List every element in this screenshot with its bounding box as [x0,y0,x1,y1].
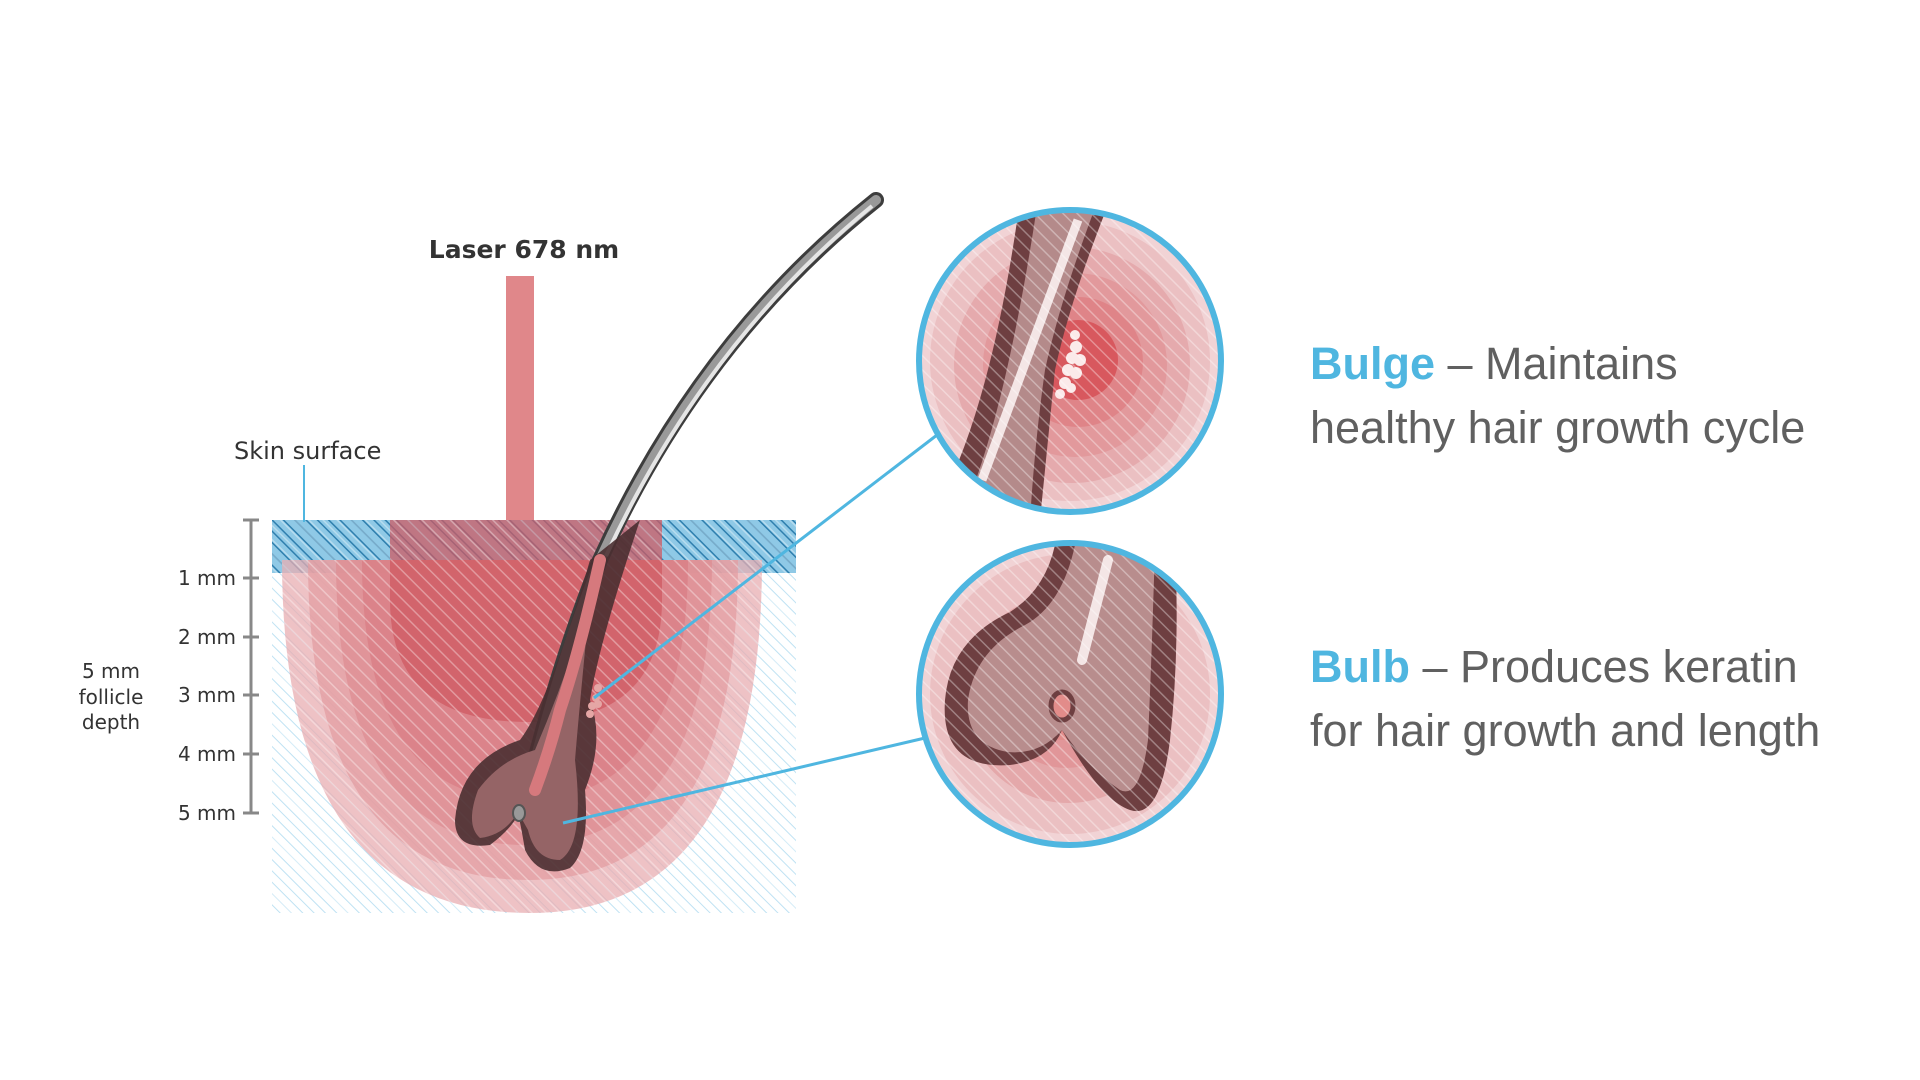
scale-tick-5mm: 5 mm [178,801,236,825]
laser-beam [506,276,534,522]
bulb-magnifier-ring [916,540,1224,848]
bulb-text-line1: – Produces keratin [1409,641,1798,692]
bulb-leader-line [562,736,926,825]
bulge-description: Bulge – Maintains healthy hair growth cy… [1310,332,1805,460]
bulb-inner [471,600,590,860]
bulge-magnifier-ring [916,207,1224,515]
skin-surface-label: Skin surface [234,437,381,465]
bulge-text-line1: – Maintains [1435,338,1678,389]
hair-shaft-highlight [604,204,874,557]
bulge-magnifier [916,207,1224,515]
depth-scale [243,518,259,815]
scale-tick-1mm: 1 mm [178,566,236,590]
scale-tick-4mm: 4 mm [178,742,236,766]
bulb-text-line2: for hair growth and length [1310,705,1821,756]
bulge-title: Bulge [1310,338,1436,389]
svg-text:depth: depth [82,710,140,734]
bulge-text-line2: healthy hair growth cycle [1310,402,1806,453]
scale-tick-3mm: 3 mm [178,683,236,707]
bulb-description: Bulb – Produces keratin for hair growth … [1310,635,1820,763]
hair-follicle [455,192,884,872]
dermal-papilla [512,804,526,822]
bulb-magnifier [916,540,1224,848]
scale-tick-2mm: 2 mm [178,625,236,649]
bulb-title: Bulb [1310,641,1410,692]
follicle-depth-label: 5 mm follicle depth [79,659,144,734]
laser-label: Laser 678 nm [429,235,619,264]
bulge-leader-line [593,433,938,700]
svg-text:follicle: follicle [79,685,144,709]
svg-text:5 mm: 5 mm [82,659,140,683]
